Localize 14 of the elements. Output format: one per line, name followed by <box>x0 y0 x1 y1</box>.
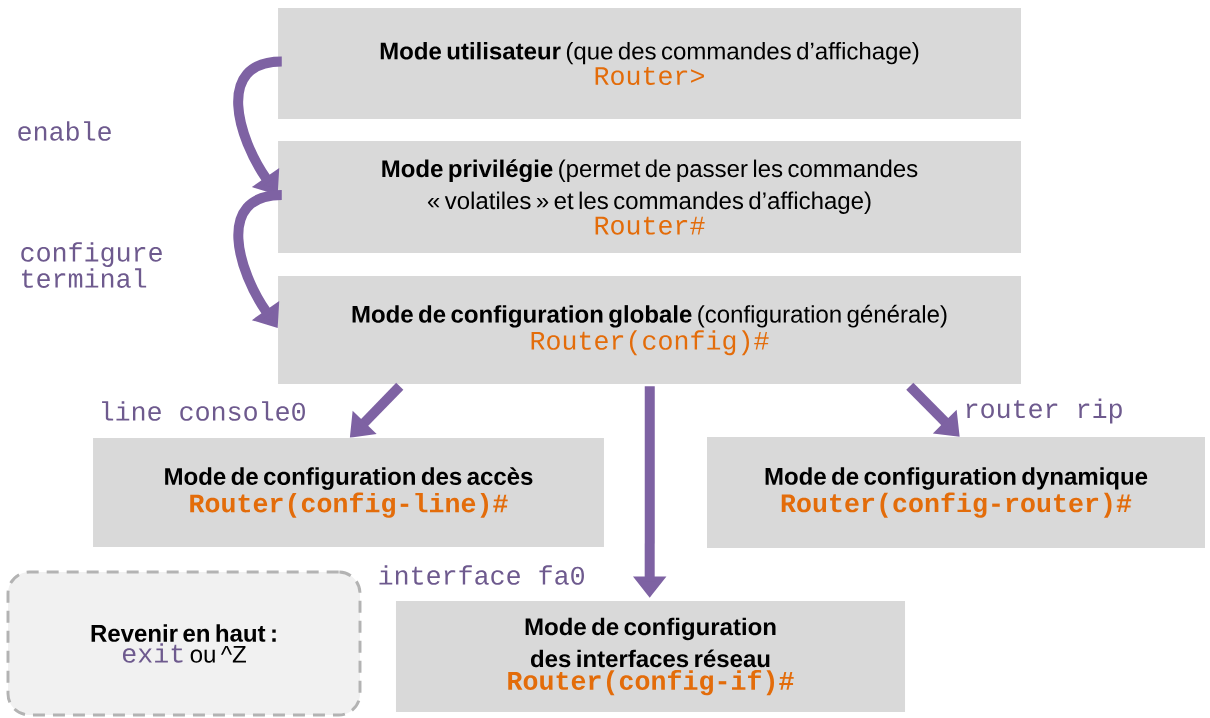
note-box: Revenir en haut : exit ou ^Z <box>6 570 362 717</box>
edge-label: enable <box>18 121 111 141</box>
mode-box: Mode de configuration des accès Router(config-line)# <box>93 437 604 548</box>
edge-label: router rip <box>966 398 1122 424</box>
mode-box: Mode de configuration globale (configuration générale) Router(config)# <box>278 276 1021 384</box>
arrow <box>906 382 960 437</box>
mode-box: Mode de configuration des interfaces réseau Router(config-if)# <box>395 601 906 712</box>
edge-label: interface fa0 <box>379 565 584 585</box>
arrow <box>233 190 283 328</box>
edge-label: configure terminal <box>21 242 162 288</box>
edge-label: line console0 <box>102 401 305 421</box>
mode-box: Mode de configuration dynamique Router(config-router)# <box>707 437 1205 548</box>
mode-box: Mode privilégie (permet de passer les commandes « volatiles » et les commandes d’affichage) Router# <box>278 141 1021 253</box>
mode-box: Mode utilisateur (que des commandes d’affichage) Router> <box>278 8 1021 119</box>
